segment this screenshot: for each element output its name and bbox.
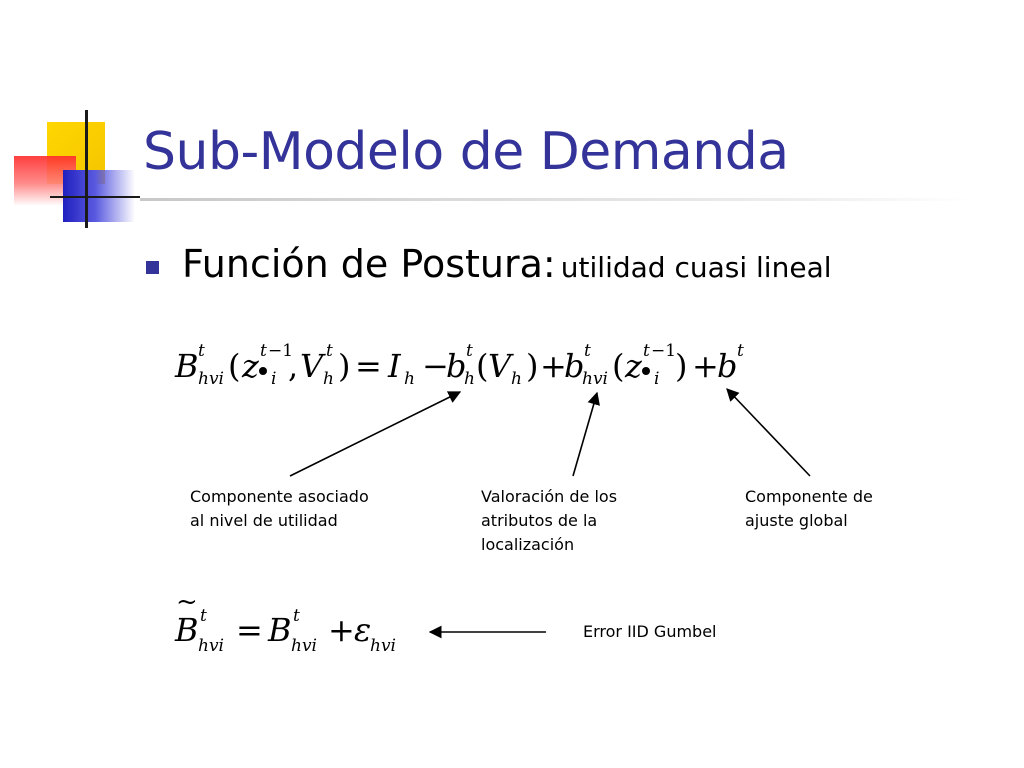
svg-text:(: (	[228, 347, 240, 385]
svg-text:B: B	[174, 611, 199, 649]
note-attributes-valuation: Valoración de los atributos de la locali…	[481, 485, 617, 557]
svg-text:i: i	[271, 369, 276, 389]
decor-vertical-line	[85, 110, 88, 228]
svg-text:z: z	[241, 347, 260, 385]
svg-text:−: −	[422, 347, 449, 385]
arrow-utility	[289, 391, 462, 477]
svg-text:b: b	[564, 347, 584, 385]
bullet-item: Función de Postura: utilidad cuasi linea…	[182, 242, 832, 286]
svg-text:t: t	[584, 341, 591, 361]
svg-text:I: I	[387, 347, 402, 385]
note-line: Componente de	[745, 487, 873, 506]
svg-text:t: t	[260, 341, 267, 361]
svg-text:+: +	[692, 347, 719, 385]
note-line: Componente asociado	[190, 487, 369, 506]
svg-text:h: h	[323, 369, 334, 389]
arrow-global	[726, 388, 811, 477]
bullet-marker	[146, 261, 159, 274]
svg-text:t: t	[198, 341, 205, 361]
svg-text:B: B	[267, 611, 292, 649]
svg-text:b: b	[717, 347, 737, 385]
svg-text:=: =	[236, 611, 263, 649]
svg-text:hvi: hvi	[198, 369, 224, 389]
svg-text:hvi: hvi	[582, 369, 608, 389]
svg-text:t: t	[326, 341, 333, 361]
note-error-gumbel: Error IID Gumbel	[583, 620, 717, 644]
svg-text:): )	[675, 347, 687, 385]
title-underline	[140, 198, 970, 201]
svg-text:t: t	[643, 341, 650, 361]
svg-text:−1: −1	[651, 341, 676, 361]
note-line: al nivel de utilidad	[190, 511, 338, 530]
svg-text:=: =	[355, 347, 382, 385]
svg-text:h: h	[511, 369, 522, 389]
svg-text:V: V	[300, 347, 326, 385]
svg-text:−1: −1	[268, 341, 293, 361]
random-bid-formula: ~ B t hvi = B t hvi + ε hvi	[170, 587, 420, 670]
svg-text:V: V	[488, 347, 514, 385]
svg-text:hvi: hvi	[370, 636, 396, 656]
svg-text:hvi: hvi	[291, 636, 317, 656]
note-line: Error IID Gumbel	[583, 622, 717, 641]
note-line: atributos de la	[481, 511, 598, 530]
svg-text:(: (	[476, 347, 488, 385]
svg-text:t: t	[466, 341, 473, 361]
svg-text:+: +	[540, 347, 567, 385]
bullet-main-text: Función de Postura:	[182, 242, 556, 286]
svg-text:z: z	[624, 347, 643, 385]
svg-text:,: ,	[288, 347, 298, 385]
svg-text:hvi: hvi	[198, 636, 224, 656]
note-utility-component: Componente asociado al nivel de utilidad	[190, 485, 369, 533]
bid-function-formula: B t hvi ( z t −1 i , V t h ) = I h − b t…	[170, 330, 770, 404]
svg-text:): )	[526, 347, 538, 385]
svg-text:t: t	[293, 606, 300, 626]
svg-text:t: t	[737, 341, 744, 361]
svg-text:): )	[338, 347, 350, 385]
svg-text:B: B	[174, 347, 199, 385]
svg-text:ε: ε	[354, 611, 371, 649]
decor-horizontal-line	[50, 196, 140, 198]
svg-text:h: h	[404, 369, 415, 389]
note-global-adjustment: Componente de ajuste global	[745, 485, 873, 533]
svg-text:b: b	[446, 347, 466, 385]
note-line: localización	[481, 535, 575, 554]
slide-title: Sub-Modelo de Demanda	[143, 122, 789, 182]
bullet-sub-text: utilidad cuasi lineal	[560, 251, 832, 284]
svg-text:(: (	[612, 347, 624, 385]
svg-text:h: h	[464, 369, 475, 389]
svg-text:+: +	[328, 611, 355, 649]
svg-text:i: i	[654, 369, 659, 389]
note-line: ajuste global	[745, 511, 848, 530]
note-line: Valoración de los	[481, 487, 618, 506]
svg-text:t: t	[200, 606, 207, 626]
arrow-attributes	[572, 391, 600, 477]
